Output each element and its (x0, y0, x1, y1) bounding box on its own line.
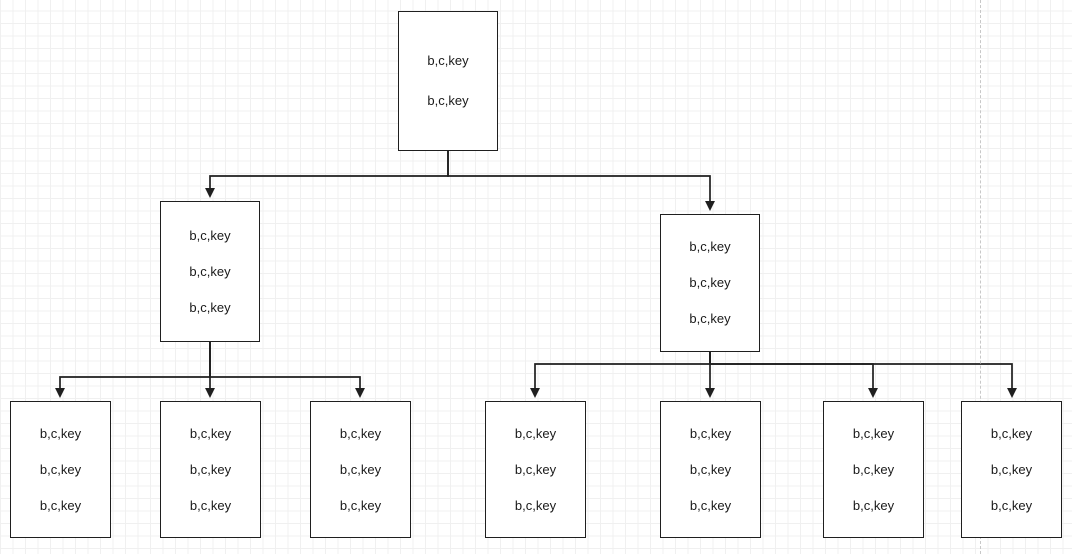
node-text-line: b,c,key (514, 425, 557, 441)
leaf-node-2[interactable]: b,c,key b,c,key b,c,key (160, 401, 261, 538)
node-text-line: b,c,key (689, 425, 732, 441)
node-text-line: b,c,key (990, 425, 1033, 441)
node-text-line: b,c,key (514, 461, 557, 477)
node-text-line: b,c,key (514, 497, 557, 513)
edge-root-to-mid-left (205, 151, 449, 198)
node-text-line: b,c,key (689, 275, 731, 290)
node-text-line: b,c,key (189, 299, 231, 315)
node-text-line: b,c,key (39, 497, 82, 513)
node-text-line: b,c,key (189, 263, 231, 279)
leaf-node-6[interactable]: b,c,key b,c,key b,c,key (823, 401, 924, 538)
edge-mid-right-to-leaf-6 (709, 352, 878, 398)
leaf-node-3[interactable]: b,c,key b,c,key b,c,key (310, 401, 411, 538)
node-text-line: b,c,key (189, 227, 231, 243)
node-text-line: b,c,key (689, 497, 732, 513)
leaf-node-5[interactable]: b,c,key b,c,key b,c,key (660, 401, 761, 538)
node-text-line: b,c,key (689, 239, 731, 254)
edge-root-to-mid-right (447, 151, 715, 211)
edge-mid-left-to-leaf-3 (209, 342, 365, 398)
node-text-line: b,c,key (189, 461, 232, 477)
node-text-line: b,c,key (39, 461, 82, 477)
node-text-line: b,c,key (339, 425, 382, 441)
node-text-line: b,c,key (339, 497, 382, 513)
leaf-node-7[interactable]: b,c,key b,c,key b,c,key (961, 401, 1062, 538)
node-text-line: b,c,key (427, 93, 469, 108)
mid-node-left[interactable]: b,c,key b,c,key b,c,key (160, 201, 260, 342)
node-text-line: b,c,key (852, 425, 895, 441)
node-text-line: b,c,key (189, 425, 232, 441)
edge-mid-right-to-leaf-7 (709, 352, 1017, 398)
node-text-line: b,c,key (689, 311, 731, 326)
node-text-line: b,c,key (990, 461, 1033, 477)
node-text-line: b,c,key (427, 53, 469, 68)
node-text-line: b,c,key (189, 497, 232, 513)
page-break-line (980, 0, 981, 554)
mid-node-right[interactable]: b,c,key b,c,key b,c,key (660, 214, 760, 352)
leaf-node-1[interactable]: b,c,key b,c,key b,c,key (10, 401, 111, 538)
node-text-line: b,c,key (689, 461, 732, 477)
root-node[interactable]: b,c,key b,c,key (398, 11, 498, 151)
node-text-line: b,c,key (339, 461, 382, 477)
leaf-node-4[interactable]: b,c,key b,c,key b,c,key (485, 401, 586, 538)
edge-mid-left-to-leaf-1 (55, 342, 211, 398)
node-text-line: b,c,key (852, 497, 895, 513)
node-text-line: b,c,key (852, 461, 895, 477)
node-text-line: b,c,key (39, 425, 82, 441)
node-text-line: b,c,key (990, 497, 1033, 513)
edge-mid-right-to-leaf-4 (530, 352, 711, 398)
